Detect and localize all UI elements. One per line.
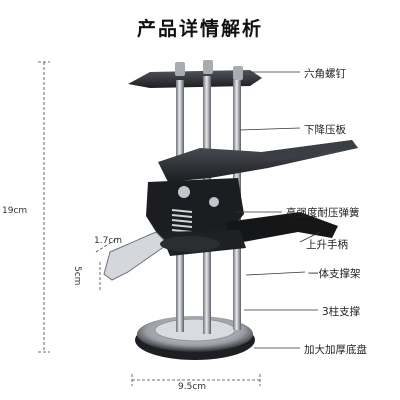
top-bracket <box>128 60 262 88</box>
page-title: 产品详情解析 <box>136 18 263 40</box>
label-base: 加大加厚底盘 <box>304 344 367 356</box>
label-frame: 一体支撑架 <box>308 268 361 280</box>
dimension-arm-width: 1.7cm <box>94 236 123 246</box>
dimension-width: 9.5cm <box>178 382 207 392</box>
label-press-plate: 下降压板 <box>304 124 346 136</box>
dimension-height: 19cm <box>2 206 28 216</box>
press-plate <box>158 140 358 182</box>
dimension-arm-height: 5cm <box>72 266 82 286</box>
support-frame <box>103 230 246 281</box>
base-disc <box>135 316 255 360</box>
mechanism-body <box>146 178 244 238</box>
label-pillars: 3柱支撑 <box>322 306 361 318</box>
label-spring: 高强度耐压弹簧 <box>286 207 360 219</box>
label-screw: 六角螺钉 <box>304 68 346 80</box>
spring <box>171 209 193 233</box>
lift-handle <box>226 212 338 244</box>
dimension-lines <box>38 61 261 386</box>
label-handle: 上升手柄 <box>306 239 348 251</box>
leader-lines <box>236 71 321 349</box>
